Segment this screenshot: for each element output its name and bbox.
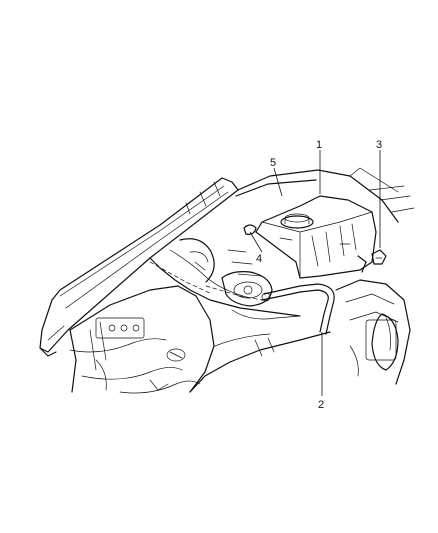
right-inner-fender [335,185,415,385]
lower-details [95,359,201,394]
callout-3: 3 [376,139,382,151]
left-fender [69,285,215,393]
hood [39,177,239,357]
callout-leaders [249,150,381,396]
callout-1: 1 [316,139,322,151]
fastener [371,249,387,265]
coolant-recovery-bottle [255,195,377,279]
callout-5: 5 [270,157,276,169]
reference-lines [149,261,263,301]
overflow-hose [261,283,335,335]
engine-compartment [149,167,399,317]
hose-clip [243,224,257,235]
callout-4: 4 [256,253,262,265]
callout-2: 2 [318,399,324,411]
strut-tower-area [189,271,331,393]
